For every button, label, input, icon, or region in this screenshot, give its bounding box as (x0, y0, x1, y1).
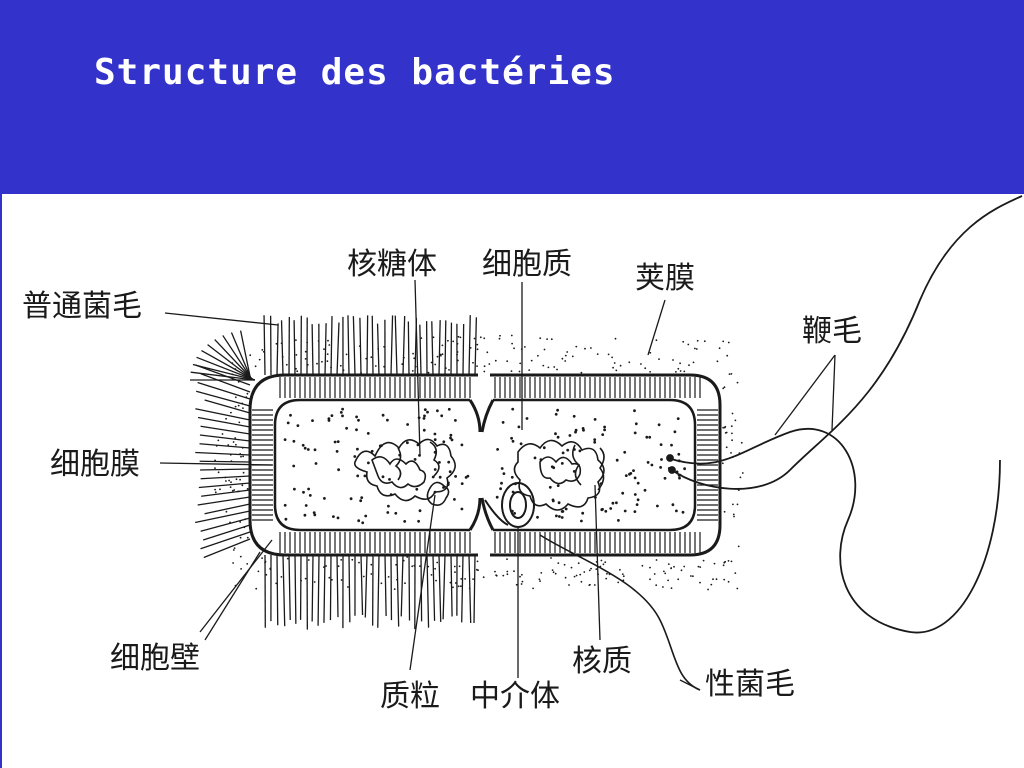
capsule-dots (214, 334, 744, 591)
nucleoid-right (513, 439, 605, 511)
leader-lines (159, 279, 836, 691)
leader-capsule (647, 299, 666, 356)
leader-pili (164, 312, 279, 326)
label-mesosome: 中介体 (470, 679, 560, 714)
cell-wall-hatching (252, 377, 718, 553)
cell-wall (248, 373, 722, 557)
label-flagellum: 鞭毛 (802, 314, 862, 349)
label-capsule: 荚膜 (635, 261, 695, 296)
leader-cell-membrane (159, 462, 273, 466)
plasmid-shape (426, 481, 450, 506)
pili-hairs (190, 315, 478, 630)
leader-plasmid (409, 494, 436, 671)
label-pili: 普通菌毛 (22, 289, 142, 324)
sex-pilus (539, 534, 701, 691)
label-cell-wall: 细胞壁 (110, 641, 200, 676)
leader-flagellum-a (774, 354, 836, 436)
label-nucleoid: 核质 (572, 644, 632, 679)
label-cell-membrane: 细胞膜 (50, 447, 140, 482)
label-sex-pilus: 性菌毛 (705, 667, 795, 702)
leader-cell-wall-a (199, 539, 273, 633)
title-banner: Structure des bactéries (0, 0, 1024, 194)
slide-title: Structure des bactéries (94, 52, 616, 93)
mesosome-shape (484, 482, 535, 528)
flagellum (666, 195, 1023, 634)
label-plasmid: 质粒 (380, 679, 440, 714)
leader-cell-wall-b (204, 551, 261, 641)
slide-left-border (0, 194, 2, 768)
leader-nucleoid (594, 484, 601, 641)
label-cytoplasm: 细胞质 (482, 247, 572, 282)
nucleoid-left (353, 438, 456, 502)
ribosome-dots (283, 407, 686, 525)
leader-ribosome (414, 279, 421, 456)
leader-sex-pilus (679, 679, 701, 691)
label-ribosome: 核糖体 (347, 247, 437, 282)
cell-membrane (273, 398, 697, 532)
leader-flagellum-b (831, 354, 836, 431)
